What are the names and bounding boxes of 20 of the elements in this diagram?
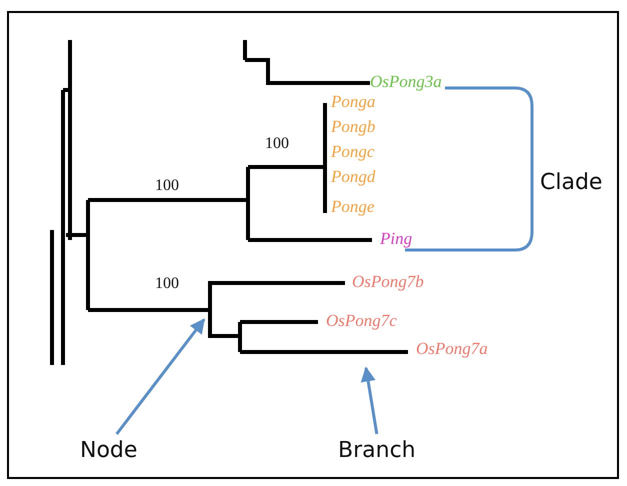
taxon-label: Ponga [331,93,376,110]
bootstrap-value: 100 [155,276,179,292]
annotation-text: Node [80,440,138,462]
annotation-text: Clade [540,172,602,194]
taxon-label: OsPong7a [416,340,488,357]
taxon-label: Ponge [331,198,374,215]
taxon-label: Ping [380,230,412,247]
taxon-label: OsPong3a [370,73,442,90]
arrow [360,366,378,434]
arrow [116,318,206,435]
taxon-label: OsPong7c [326,312,397,329]
taxon-label: OsPong7b [352,273,424,290]
tree-branch [240,350,408,354]
bootstrap-value: 100 [265,136,289,152]
tree-node-junction [208,281,212,338]
annotation-text: Branch [338,440,416,462]
taxon-label: Pongd [331,168,376,185]
taxon-label: Pongb [331,118,376,135]
taxon-label: Pongc [331,143,374,160]
bootstrap-value: 100 [155,178,179,194]
